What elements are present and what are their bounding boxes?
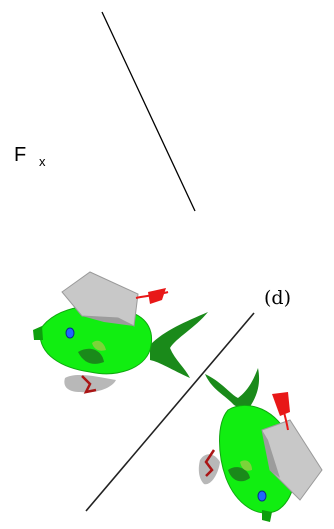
function-label: F [14, 144, 26, 166]
symmetry-axis-d [85, 312, 255, 512]
function-label-subscript: x [39, 154, 46, 169]
axis-label-d: (d) [264, 287, 291, 309]
graduate-fish-reflected-icon [198, 368, 323, 522]
graduate-fish-icon [33, 271, 208, 394]
function-line [101, 11, 196, 212]
